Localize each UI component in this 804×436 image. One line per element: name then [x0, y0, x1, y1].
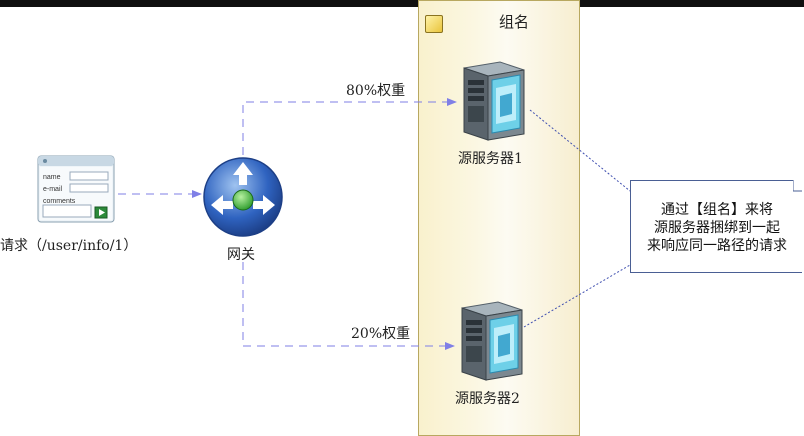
- annotation-note[interactable]: 通过【组名】来将 源服务器捆绑到一起 来响应同一路径的请求: [630, 180, 802, 273]
- edge-label-20: 20%权重: [351, 326, 411, 342]
- group-icon: [425, 15, 443, 33]
- gateway-icon[interactable]: [201, 155, 285, 239]
- note-fold-corner: [793, 180, 802, 192]
- note-link-server1: [529, 109, 631, 192]
- form-field-label-comments: comments: [43, 198, 76, 205]
- server-1-label: 源服务器1: [458, 151, 523, 167]
- note-link-server2: [523, 264, 631, 328]
- gateway-label: 网关: [227, 247, 255, 263]
- arrow-gateway-to-server1: [242, 98, 457, 155]
- top-black-bar: [0, 0, 804, 7]
- form-field-label-email: e-mail: [43, 186, 63, 193]
- server-2-icon[interactable]: [456, 300, 526, 382]
- edge-label-80: 80%权重: [346, 83, 406, 99]
- server-2-label: 源服务器2: [455, 391, 520, 407]
- group-title: 组名: [499, 13, 530, 31]
- request-label: 请求（/user/info/1）: [0, 238, 138, 254]
- server-1-icon[interactable]: [458, 60, 528, 142]
- arrow-gateway-to-server2: [242, 262, 455, 350]
- web-form-icon[interactable]: name e-mail comments: [36, 153, 116, 225]
- form-field-label-name: name: [43, 174, 61, 181]
- note-text: 通过【组名】来将 源服务器捆绑到一起 来响应同一路径的请求: [647, 202, 787, 254]
